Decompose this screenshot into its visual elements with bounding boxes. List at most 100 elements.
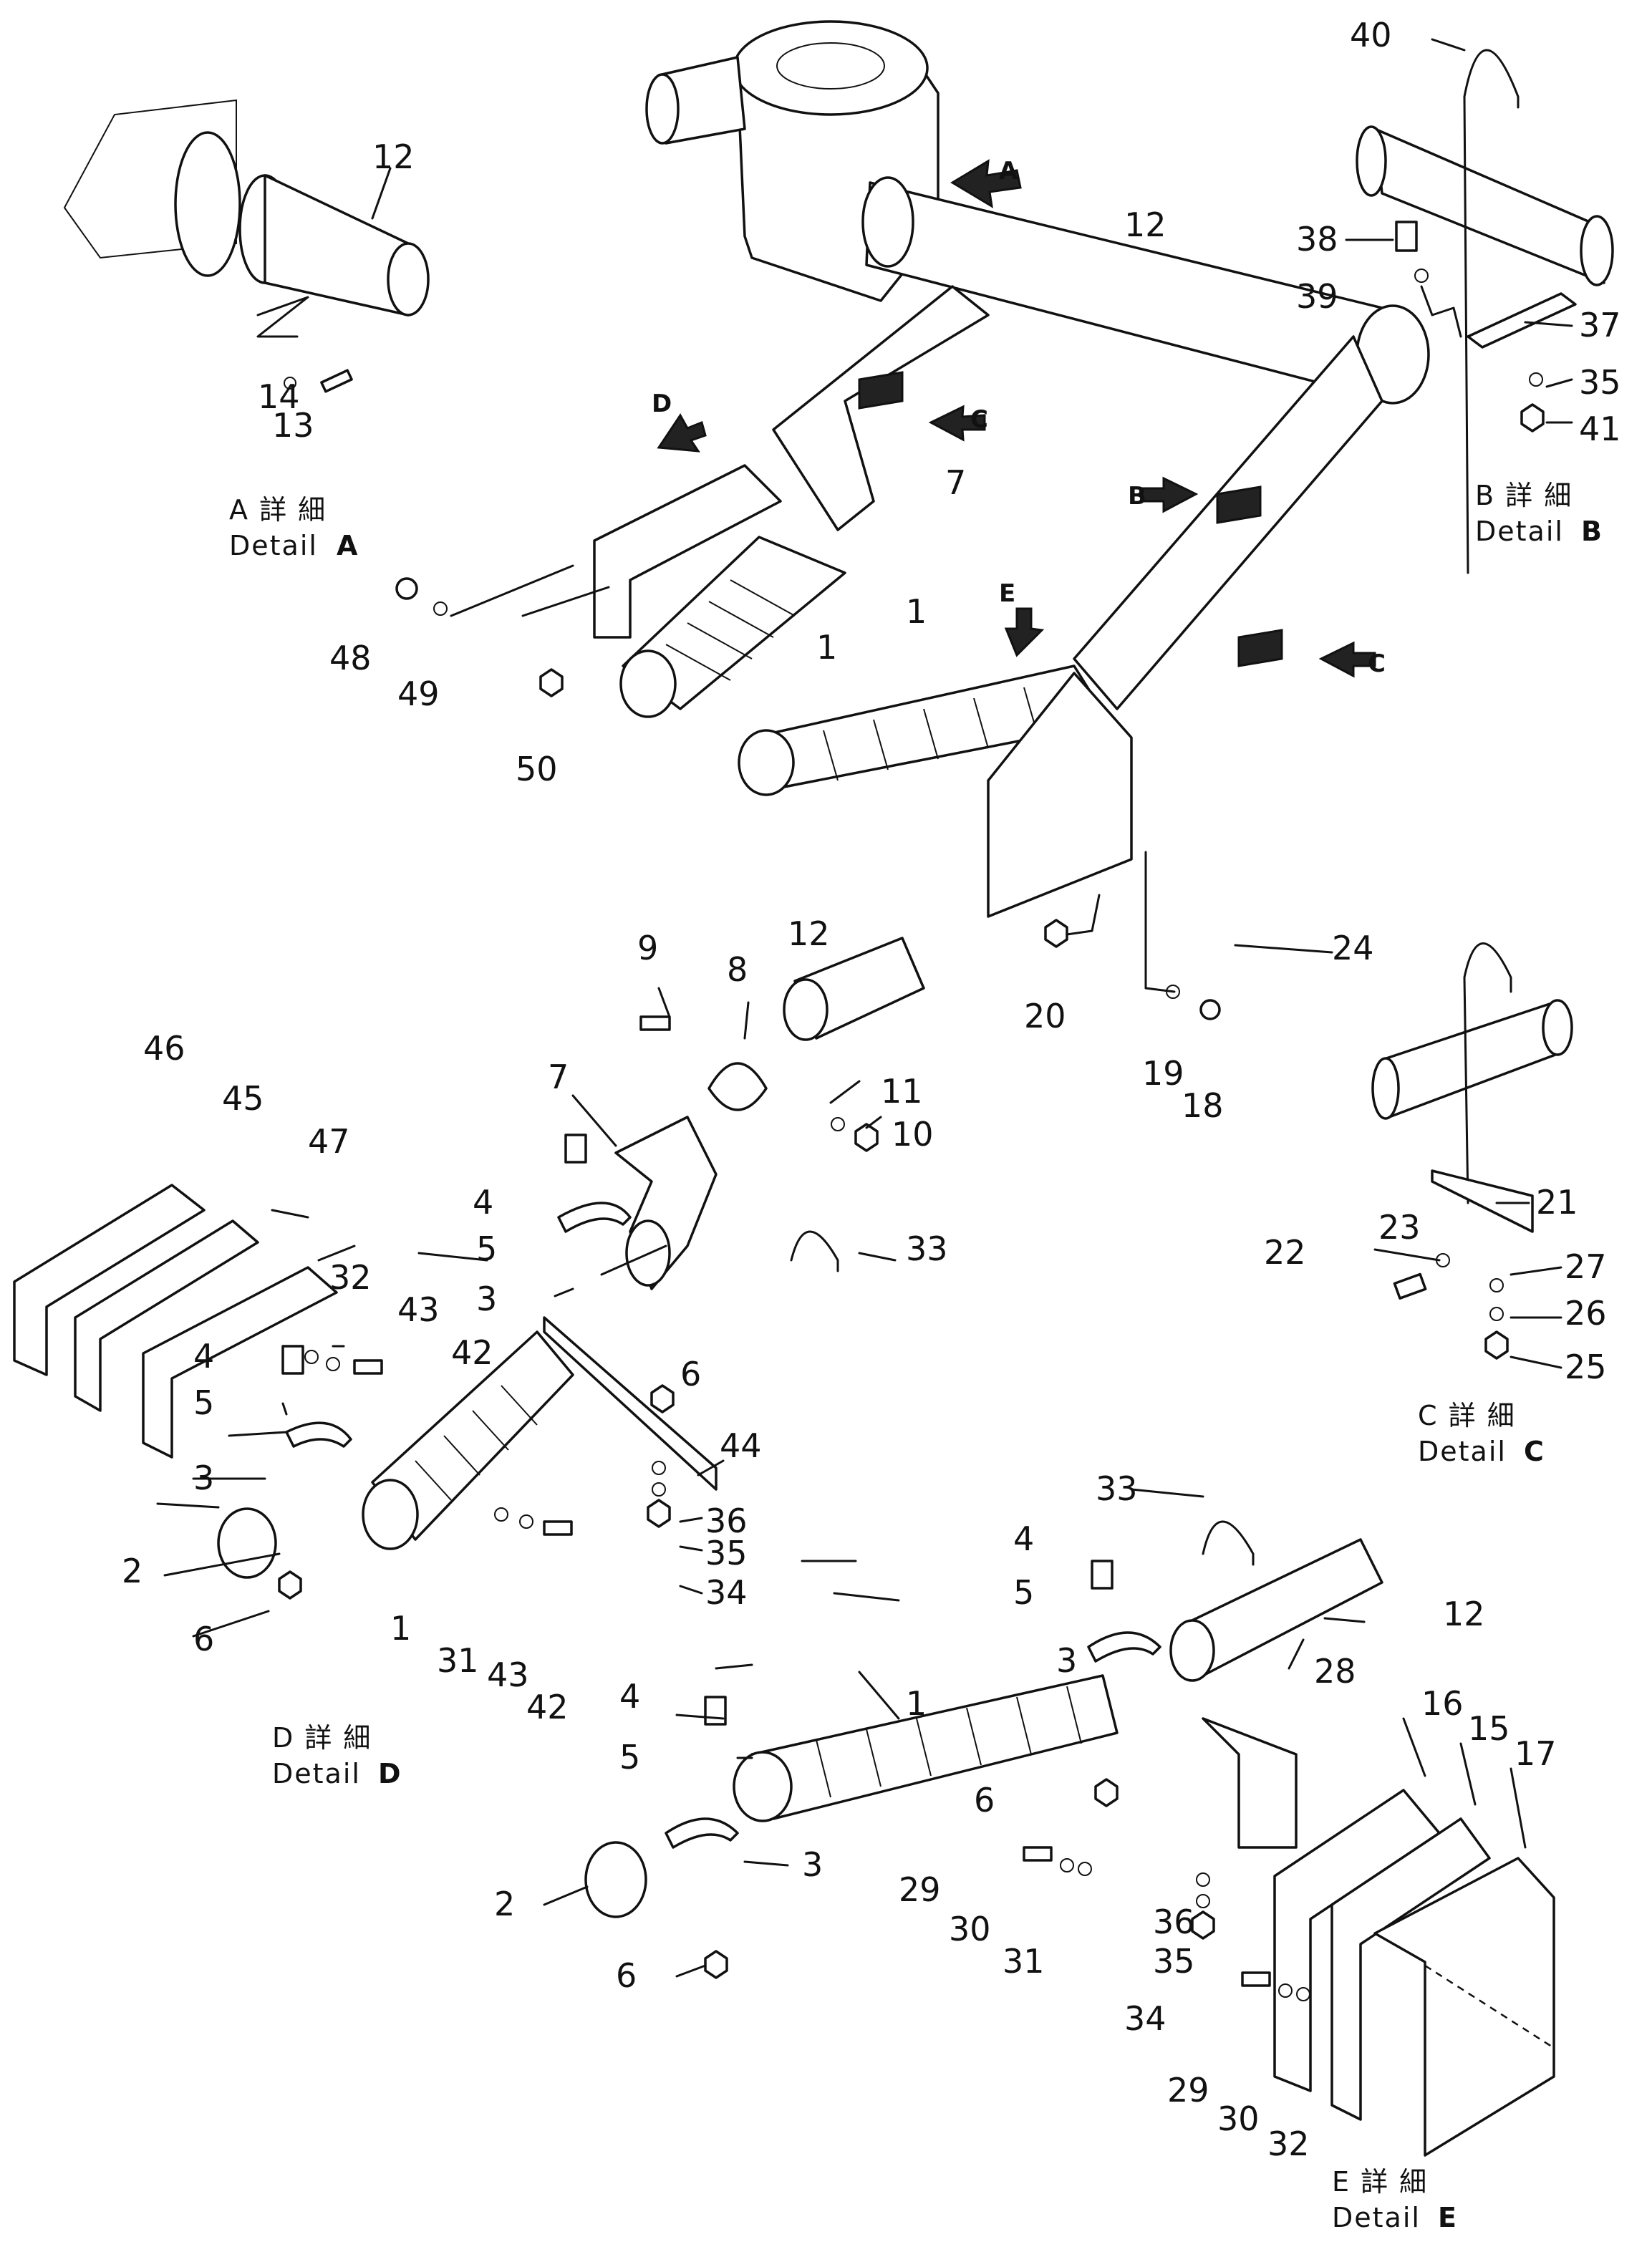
part-number-35-d: 35 (705, 1534, 748, 1572)
branch-pipe-right (1073, 335, 1383, 710)
part-number-37: 37 (1579, 306, 1621, 344)
nut-20 (1044, 919, 1068, 948)
detail-e-group (584, 1520, 1555, 2157)
part-number-34-e: 34 (1124, 1999, 1166, 2038)
caption-c-jp: C 詳 細 (1418, 1400, 1516, 1431)
part-number-40: 40 (1350, 16, 1392, 54)
part-number-12-d: 12 (788, 914, 830, 953)
caption-d-letter: D (378, 1758, 401, 1789)
part-number-25: 25 (1565, 1348, 1607, 1386)
clamp-3-detail-d-b (285, 1421, 352, 1448)
part-number-42-d-upper: 42 (451, 1333, 493, 1372)
clamp-c-lower (1237, 629, 1283, 667)
caption-e-jp: E 詳 細 (1332, 2166, 1428, 2198)
part-number-36-d: 36 (705, 1502, 748, 1540)
caption-c-letter: C (1524, 1436, 1544, 1467)
part-number-33-d: 33 (906, 1229, 948, 1268)
part-number-23: 23 (1378, 1208, 1421, 1247)
part-number-11: 11 (881, 1072, 923, 1111)
u-bolt-33-detail-d (790, 1230, 839, 1272)
part-number-7-main: 7 (945, 463, 966, 502)
part-number-32-d: 32 (329, 1258, 372, 1297)
part-number-30-e-a: 30 (949, 1910, 991, 1948)
view-arrows: A C B C D E (652, 157, 1386, 678)
bolt-48 (395, 577, 418, 600)
part-number-29-e-a: 29 (899, 1870, 941, 1909)
grommet-2-detail-e (584, 1841, 647, 1918)
caption-a-letter: A (337, 530, 358, 561)
detail-d-group (13, 937, 925, 1600)
part-number-48: 48 (329, 639, 372, 677)
part-number-4-d-a: 4 (473, 1183, 493, 1222)
cover-46 (13, 1184, 206, 1376)
part-number-labels: 12 14 13 12 40 38 39 37 35 41 7 1 1 48 4… (122, 16, 1621, 2163)
part-number-22: 22 (1264, 1233, 1306, 1272)
part-number-4-e-a: 4 (1013, 1519, 1034, 1558)
part-number-10: 10 (892, 1115, 934, 1154)
hose-1-detail-e (750, 1674, 1119, 1820)
bracket-28 (1202, 1717, 1298, 1849)
view-arrow-b: B (1128, 482, 1146, 511)
caption-c-en: Detail (1418, 1436, 1507, 1467)
view-arrow-c1: C (970, 405, 988, 434)
pipe-12-detail-c (1381, 1001, 1562, 1118)
caption-a-en: Detail (229, 530, 318, 561)
part-number-17: 17 (1515, 1734, 1557, 1773)
part-number-19: 19 (1142, 1054, 1184, 1093)
part-number-12-a: 12 (372, 137, 415, 176)
part-number-6-e-b: 6 (616, 1956, 637, 1995)
clamp-c-upper (858, 371, 904, 410)
bolt-18 (1199, 999, 1221, 1020)
part-number-12-e: 12 (1443, 1595, 1485, 1633)
main-assembly (395, 20, 1430, 1020)
cover-e-main (987, 672, 1133, 918)
part-number-5-e-b: 5 (619, 1738, 640, 1777)
part-number-42-d-lower: 42 (526, 1688, 569, 1726)
caption-d-jp: D 詳 細 (272, 1722, 372, 1754)
nut-50 (539, 668, 564, 697)
caption-a-jp: A 詳 細 (229, 494, 327, 526)
part-number-3-e-b: 3 (802, 1845, 823, 1884)
part-number-24: 24 (1332, 929, 1374, 967)
part-number-35-e: 35 (1153, 1942, 1195, 1981)
part-number-32-e: 32 (1267, 2125, 1310, 2163)
part-number-1-d: 1 (390, 1609, 411, 1648)
part-number-28: 28 (1314, 1652, 1356, 1691)
clamp-8 (707, 1062, 768, 1111)
bracket-21 (1431, 1169, 1534, 1233)
part-number-44: 44 (720, 1426, 762, 1465)
cover-15 (1330, 1817, 1491, 2121)
part-number-7-detail: 7 (548, 1058, 569, 1096)
caption-e-letter: E (1438, 2202, 1457, 2233)
part-number-4-d-b: 4 (193, 1337, 214, 1376)
u-bolt-40 (1463, 49, 1520, 109)
part-number-39: 39 (1296, 277, 1338, 316)
part-number-43-d-upper: 43 (397, 1290, 440, 1329)
part-number-3-d-b: 3 (193, 1459, 214, 1497)
hose-main-left (622, 536, 846, 710)
detail-b-group (1356, 49, 1614, 574)
caption-b-en: Detail (1475, 516, 1564, 547)
part-number-6-d-a: 6 (680, 1355, 701, 1393)
clamp-3-detail-d-a (557, 1202, 632, 1233)
part-number-35-b: 35 (1579, 363, 1621, 402)
pipe-12-detail-a (264, 174, 410, 316)
u-bolt-33-detail-e (1202, 1520, 1255, 1566)
part-number-15: 15 (1468, 1709, 1510, 1748)
detail-a-group (63, 99, 430, 393)
part-number-20: 20 (1024, 997, 1066, 1035)
part-number-13: 13 (272, 406, 314, 445)
bracket-44 (543, 1316, 718, 1491)
part-number-1-main-left: 1 (816, 628, 837, 667)
grommet-2-detail-d (217, 1507, 277, 1579)
cover-d-main (593, 464, 782, 639)
caption-d-en: Detail (272, 1758, 361, 1789)
part-number-5-d-a: 5 (476, 1229, 497, 1268)
part-number-6-d-b: 6 (193, 1620, 214, 1658)
part-number-3-e-a: 3 (1056, 1641, 1077, 1680)
part-number-26: 26 (1565, 1294, 1607, 1333)
part-number-27: 27 (1565, 1247, 1607, 1286)
part-number-3-d-a: 3 (476, 1280, 497, 1318)
clamp-b (1216, 485, 1262, 524)
